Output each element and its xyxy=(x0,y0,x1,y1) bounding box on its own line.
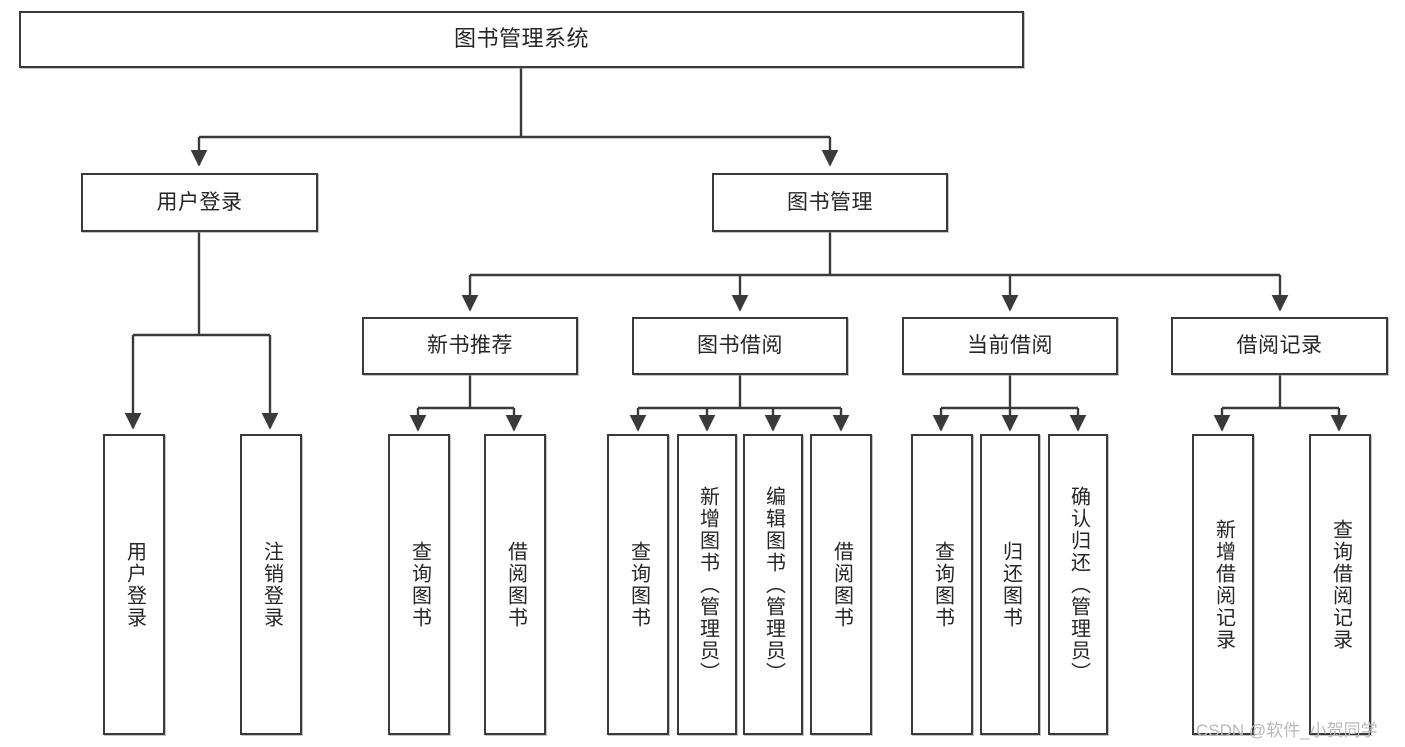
node-label: 用户登录 xyxy=(156,190,243,214)
node-root-system[interactable]: 图书管理系统 xyxy=(19,11,1024,68)
node-label: 查询图书 xyxy=(408,540,431,629)
node-label: 确认归还（管理员） xyxy=(1067,485,1090,684)
leaf-borrow-edit-book-admin[interactable]: 编辑图书（管理员） xyxy=(743,434,803,735)
node-label: 归还图书 xyxy=(999,540,1022,629)
leaf-current-confirm-return-admin[interactable]: 确认归还（管理员） xyxy=(1048,434,1108,735)
node-new-book-recommend[interactable]: 新书推荐 xyxy=(362,317,578,375)
node-label: 编辑图书（管理员） xyxy=(762,485,785,684)
leaf-borrow-query-book[interactable]: 查询图书 xyxy=(607,434,669,735)
node-current-borrow[interactable]: 当前借阅 xyxy=(902,317,1118,375)
node-book-management[interactable]: 图书管理 xyxy=(712,173,948,232)
node-label: 图书管理 xyxy=(787,190,873,214)
node-label: 查询图书 xyxy=(627,540,650,629)
node-label: 图书管理系统 xyxy=(453,26,589,52)
leaf-record-query-record[interactable]: 查询借阅记录 xyxy=(1309,434,1371,735)
leaf-current-return-book[interactable]: 归还图书 xyxy=(980,434,1040,735)
node-label: 借阅图书 xyxy=(504,540,527,629)
node-label: 新增图书（管理员） xyxy=(696,485,719,684)
leaf-record-add-record[interactable]: 新增借阅记录 xyxy=(1192,434,1254,735)
node-label: 新书推荐 xyxy=(427,334,513,358)
leaf-new-book-borrow[interactable]: 借阅图书 xyxy=(484,434,546,735)
node-label: 注销登录 xyxy=(260,540,283,629)
node-book-borrow[interactable]: 图书借阅 xyxy=(632,317,848,375)
node-user-login[interactable]: 用户登录 xyxy=(81,173,318,232)
node-label: 借阅记录 xyxy=(1236,334,1323,358)
leaf-user-login-logout[interactable]: 注销登录 xyxy=(240,434,302,735)
leaf-borrow-add-book-admin[interactable]: 新增图书（管理员） xyxy=(677,434,737,735)
csdn-watermark: CSDN @软件_小贺同学 xyxy=(1196,721,1378,740)
node-borrow-record[interactable]: 借阅记录 xyxy=(1171,317,1388,375)
node-label: 当前借阅 xyxy=(967,334,1053,358)
leaf-new-book-query[interactable]: 查询图书 xyxy=(388,434,450,735)
leaf-user-login-login[interactable]: 用户登录 xyxy=(103,434,165,735)
node-label: 查询图书 xyxy=(931,540,954,629)
node-label: 用户登录 xyxy=(123,540,146,629)
node-label: 新增借阅记录 xyxy=(1212,518,1235,651)
node-label: 图书借阅 xyxy=(697,334,783,358)
leaf-borrow-borrow-book[interactable]: 借阅图书 xyxy=(810,434,872,735)
leaf-current-query-book[interactable]: 查询图书 xyxy=(911,434,973,735)
node-label: 查询借阅记录 xyxy=(1329,518,1352,651)
node-label: 借阅图书 xyxy=(830,540,853,629)
